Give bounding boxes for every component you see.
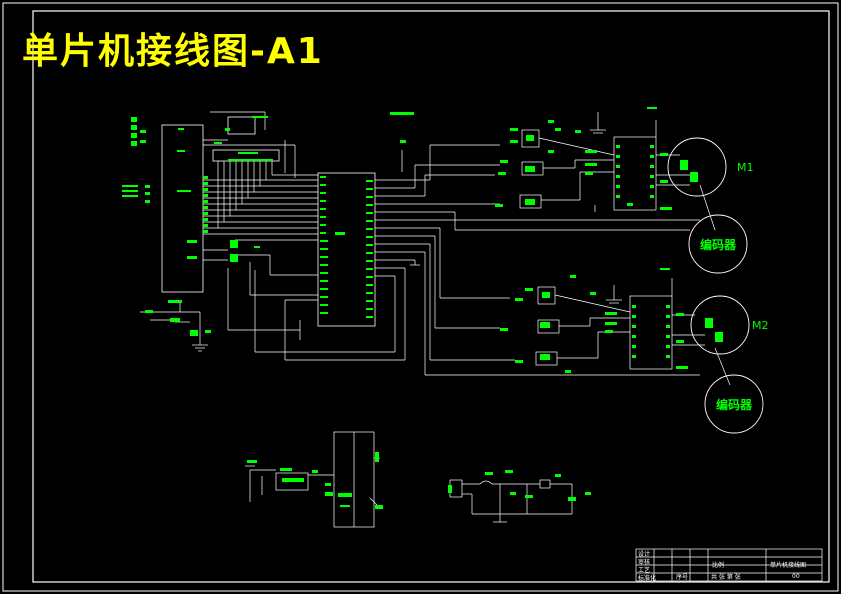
- optocoupler-2b: [537, 319, 560, 334]
- title-block-left-3: 工艺: [638, 566, 650, 574]
- motor2-circle: [690, 295, 750, 355]
- power-supply-right: [449, 479, 573, 523]
- component-markings: [122, 107, 723, 509]
- motor2-label: M2: [752, 319, 769, 332]
- top-small-chip: [227, 116, 256, 135]
- data-bus: [203, 111, 405, 361]
- title-block-seq: 序号: [676, 573, 688, 581]
- inner-frame: [32, 10, 830, 583]
- title-block-code: 00: [792, 573, 800, 580]
- title-block-name: 单片机接线图: [770, 561, 806, 569]
- optocoupler-1a: [521, 129, 540, 148]
- encoder2-label: 编码器: [715, 397, 753, 412]
- drawing-title: 单片机接线图-A1: [22, 31, 324, 72]
- optocoupler-2c: [535, 351, 558, 366]
- title-block-left-2: 审核: [638, 558, 650, 566]
- title-block: [635, 548, 823, 582]
- optocoupler-1b: [521, 161, 544, 176]
- mcu-chip: [317, 172, 376, 327]
- regulator-chip: [275, 472, 309, 491]
- power-supply-left: [245, 431, 381, 528]
- optocoupler-1c: [519, 194, 542, 209]
- motor2-driver: [535, 278, 731, 386]
- title-block-left-4: 标准化: [638, 574, 656, 582]
- resistor-r: [539, 479, 551, 489]
- title-block-bottom: 共 张 第 张: [711, 573, 741, 581]
- encoder2-circle: [704, 374, 764, 434]
- title-block-left-1: 设计: [638, 550, 650, 558]
- motor1-driver: [519, 112, 716, 231]
- motor1-driver-chip: [613, 136, 657, 211]
- motor2-driver-chip: [629, 295, 673, 370]
- encoder1-label: 编码器: [699, 237, 737, 252]
- title-block-ratio: 比例: [712, 561, 724, 569]
- optocoupler-2a: [537, 286, 556, 305]
- encoder1-circle: [688, 214, 748, 274]
- reset-circuit: [140, 300, 208, 352]
- motor1-label: M1: [737, 161, 754, 174]
- motor1-circle: [667, 137, 727, 197]
- mcu-output-wires: [375, 144, 700, 376]
